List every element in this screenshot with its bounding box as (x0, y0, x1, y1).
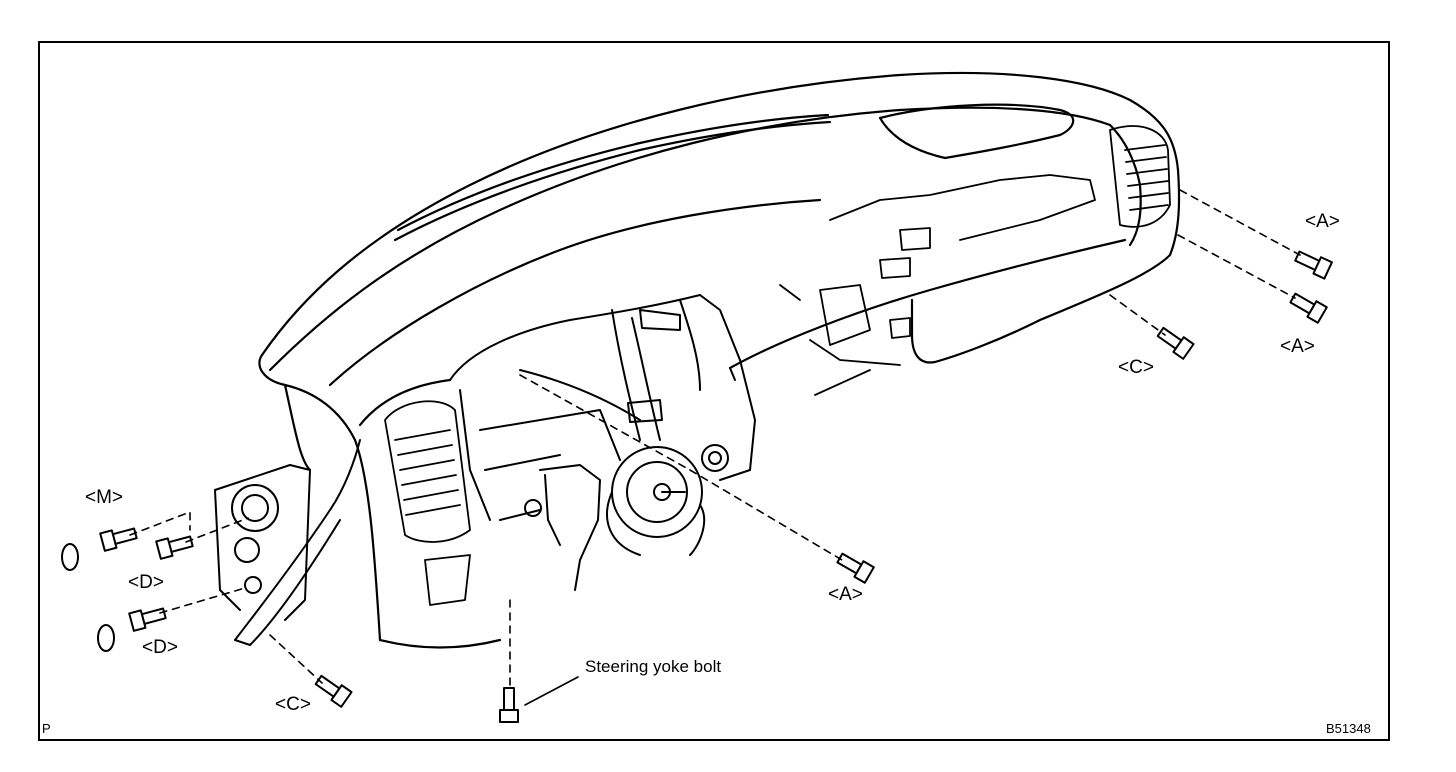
left-air-vent (384, 400, 471, 606)
label-c-left: <C> (275, 694, 311, 715)
diagram-frame (38, 41, 1390, 741)
label-steering-yoke-bolt: Steering yoke bolt (585, 657, 722, 676)
bolt-d-upper (155, 535, 194, 560)
label-d-upper: <D> (128, 572, 164, 593)
left-side-bracket (214, 439, 361, 646)
dashboard-body (258, 71, 1181, 649)
bolt-a-mid (1289, 292, 1328, 324)
label-a-mid: <A> (1280, 336, 1315, 357)
label-c-right: <C> (1118, 357, 1154, 378)
label-a-bottom: <A> (828, 584, 863, 605)
figure-code: B51348 (1326, 721, 1371, 736)
label-d-lower: <D> (142, 637, 178, 658)
label-m: <M> (85, 487, 124, 508)
glove-box-area (779, 174, 1096, 396)
bolt-a-top (1294, 250, 1333, 280)
cap-lower-icon (97, 624, 115, 652)
steering-yoke-callout-line (524, 676, 579, 706)
bolt-m (99, 527, 138, 552)
corner-code-left: P (42, 721, 51, 736)
right-air-vent (1109, 125, 1171, 228)
bolt-a-bottom (836, 552, 875, 584)
steering-column-mount (499, 444, 729, 591)
label-a-top: <A> (1305, 211, 1340, 232)
cap-icons (61, 543, 115, 652)
bolt-c-right (1156, 326, 1195, 360)
dashed-leader-lines (129, 189, 1301, 691)
cap-upper-icon (61, 543, 79, 571)
center-cluster (449, 294, 756, 521)
steering-yoke-bolt-icon (499, 687, 519, 723)
bolt-c-left (314, 674, 353, 708)
bolt-d-lower (128, 607, 167, 632)
